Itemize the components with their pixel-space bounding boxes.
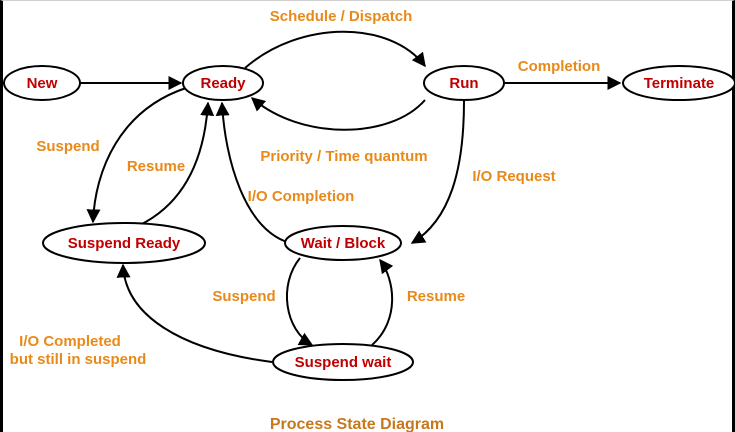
state-wait-block: Wait / Block xyxy=(284,225,402,261)
state-terminate: Terminate xyxy=(622,65,735,101)
state-suspend-wait: Suspend wait xyxy=(272,343,414,381)
state-ready-label: Ready xyxy=(200,75,246,92)
edge-suspend-wait-to-suspend-ready xyxy=(116,263,273,363)
state-run-label: Run xyxy=(449,75,478,92)
edge-ready-to-run xyxy=(244,30,426,69)
label-resume-bottom: Resume xyxy=(407,288,465,305)
state-terminate-label: Terminate xyxy=(644,75,715,92)
edge-suspend-ready-to-ready xyxy=(139,101,215,226)
state-suspend-wait-label: Suspend wait xyxy=(295,354,392,371)
edge-wait-to-suspend-wait xyxy=(286,257,314,346)
label-suspend-bottom: Suspend xyxy=(212,288,275,305)
label-io-completion: I/O Completion xyxy=(248,188,355,205)
label-priority-time-quantum: Priority / Time quantum xyxy=(260,148,427,165)
edge-run-to-wait xyxy=(410,100,465,244)
diagram-caption: Process State Diagram xyxy=(270,416,444,432)
state-suspend-ready: Suspend Ready xyxy=(42,222,206,264)
label-io-request: I/O Request xyxy=(472,168,555,185)
label-completion: Completion xyxy=(518,58,601,75)
state-ready: Ready xyxy=(182,65,264,101)
edge-wait-to-ready xyxy=(215,101,291,244)
label-schedule-dispatch: Schedule / Dispatch xyxy=(270,8,413,25)
state-wait-block-label: Wait / Block xyxy=(301,235,386,252)
edge-run-to-ready xyxy=(250,97,426,131)
edge-ready-to-suspend-ready xyxy=(86,87,187,224)
state-new-label: New xyxy=(27,75,58,92)
state-new: New xyxy=(3,65,81,101)
label-io-completed-line2: but still in suspend xyxy=(10,351,147,368)
label-io-completed-line1: I/O Completed xyxy=(19,333,121,350)
edge-suspend-wait-to-wait xyxy=(371,258,394,346)
label-suspend-left: Suspend xyxy=(36,138,99,155)
state-suspend-ready-label: Suspend Ready xyxy=(68,235,181,252)
state-run: Run xyxy=(423,65,505,101)
label-resume-left: Resume xyxy=(127,158,185,175)
